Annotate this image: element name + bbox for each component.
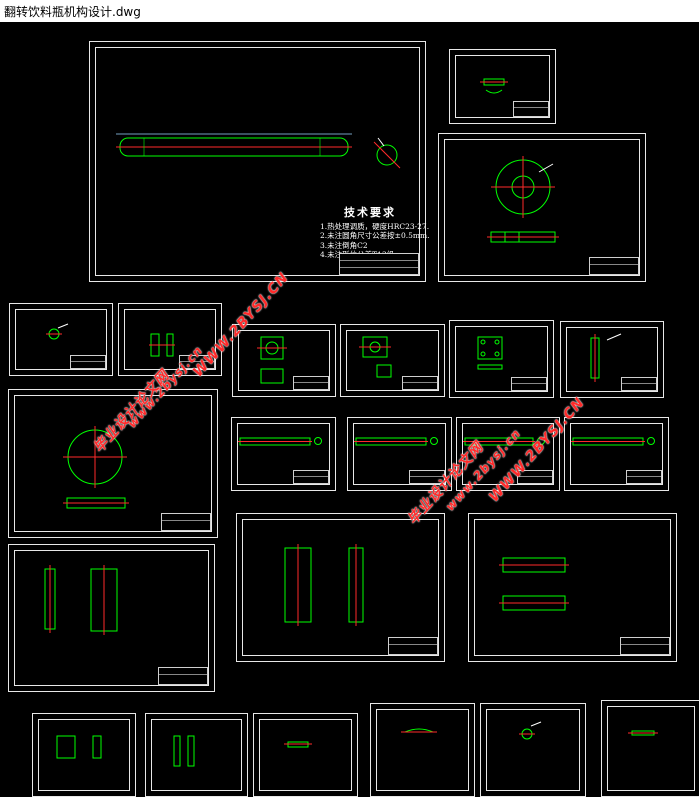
drawing-sheet-part-f[interactable] (449, 320, 554, 398)
bottom-3-drawing (284, 741, 312, 748)
sheet-inner-frame (124, 309, 216, 370)
title-block (293, 376, 329, 390)
bar-3-drawing (463, 437, 545, 446)
bottom-6-drawing (628, 730, 658, 736)
title-block (620, 637, 670, 655)
bar-2-drawing (354, 437, 438, 446)
drawing-sheet-plate-right[interactable] (468, 513, 677, 662)
sheet-inner-frame (474, 519, 671, 656)
drawing-sheet-bottom-2[interactable] (145, 713, 248, 797)
part-d-drawing (257, 336, 287, 384)
title-block (339, 253, 419, 275)
bottom-1-drawing (56, 735, 102, 759)
title-block (513, 101, 549, 117)
drawing-sheet-bar-4[interactable] (564, 417, 669, 491)
window-titlebar: 翻转饮料瓶机构设计.dwg (0, 0, 699, 23)
sheet-inner-frame (607, 706, 695, 791)
sheet-inner-frame (237, 423, 330, 485)
title-block (409, 470, 445, 484)
bottom-5-drawing (519, 721, 542, 740)
drawing-sheet-disc[interactable] (438, 133, 646, 282)
sheet-inner-frame (95, 47, 420, 276)
title-block (626, 470, 662, 484)
drawing-sheet-bottom-3[interactable] (253, 713, 358, 797)
title-block (70, 355, 106, 369)
drawing-sheet-bar-3[interactable] (456, 417, 560, 491)
part-a-drawing (480, 78, 508, 94)
title-block (161, 513, 211, 531)
sheet-inner-frame (455, 55, 550, 118)
sheet-inner-frame (14, 550, 209, 686)
sheet-inner-frame (346, 330, 439, 391)
bottom-4-drawing (401, 728, 437, 733)
sheet-inner-frame (14, 395, 212, 532)
bar-1-drawing (238, 437, 322, 446)
plate-center-drawing (284, 544, 364, 626)
drawing-sheet-bar-1[interactable] (231, 417, 336, 491)
drawing-canvas[interactable]: 技术要求 1.热处理调质，硬度HRC23-27. 2.未注圆角尺寸公差按±0.5… (0, 22, 699, 797)
part-f-drawing (477, 336, 503, 370)
drawing-sheet-bottom-6[interactable] (601, 700, 699, 797)
tech-requirements-block: 技术要求 1.热处理调质，硬度HRC23-27. 2.未注圆角尺寸公差按±0.5… (320, 204, 429, 260)
sheet-inner-frame (462, 423, 554, 485)
part-b-drawing (46, 323, 69, 340)
bar-4-drawing (571, 437, 655, 446)
title-block (388, 637, 438, 655)
title-block (589, 257, 639, 275)
part-e-drawing (359, 336, 392, 378)
drawing-sheet-part-c[interactable] (118, 303, 222, 376)
title-block (511, 377, 547, 391)
sheet-inner-frame (238, 330, 330, 391)
shaft-drawing (116, 133, 401, 169)
sheet-inner-frame (455, 326, 548, 392)
drawing-sheet-plate-left[interactable] (8, 544, 215, 692)
title-block (402, 376, 438, 390)
sheet-inner-frame (15, 309, 107, 370)
drawing-sheet-flange[interactable] (8, 389, 218, 538)
title-block (293, 470, 329, 484)
tech-requirement-line-3: 3.未注倒角C2 (320, 240, 368, 250)
drawing-sheet-part-g[interactable] (560, 321, 664, 398)
title-block (517, 470, 553, 484)
drawing-sheet-bottom-5[interactable] (480, 703, 586, 797)
bottom-2-drawing (173, 735, 195, 767)
sheet-inner-frame (353, 423, 446, 485)
sheet-inner-frame (570, 423, 663, 485)
window-title: 翻转饮料瓶机构设计.dwg (4, 5, 141, 19)
sheet-inner-frame (566, 327, 658, 392)
title-block (158, 667, 208, 685)
tech-requirements-heading: 技术要求 (344, 206, 396, 219)
drawing-sheet-plate-center[interactable] (236, 513, 445, 662)
tech-requirement-line-1: 1.热处理调质，硬度HRC23-27. (320, 222, 430, 231)
title-block (621, 377, 657, 391)
part-g-drawing (590, 333, 622, 382)
part-c-drawing (149, 333, 175, 357)
sheet-inner-frame (151, 719, 242, 791)
plate-left-drawing (44, 565, 118, 635)
drawing-sheet-part-b[interactable] (9, 303, 113, 376)
drawing-sheet-part-d[interactable] (232, 324, 336, 397)
drawing-sheet-long-shaft[interactable]: 技术要求 1.热处理调质，硬度HRC23-27. 2.未注圆角尺寸公差按±0.5… (89, 41, 429, 282)
sheet-inner-frame (38, 719, 130, 791)
tech-requirement-line-2: 2.未注圆角尺寸公差按±0.5mm. (320, 231, 430, 241)
drawing-sheet-bottom-1[interactable] (32, 713, 136, 797)
flange-drawing (63, 426, 129, 509)
plate-right-drawing (499, 557, 569, 611)
drawing-sheet-part-e[interactable] (340, 324, 445, 397)
sheet-inner-frame (242, 519, 439, 656)
disc-drawing (487, 156, 559, 243)
drawing-sheet-bar-2[interactable] (347, 417, 452, 491)
sheet-inner-frame (486, 709, 580, 791)
title-block (179, 355, 215, 369)
sheet-inner-frame (444, 139, 640, 276)
sheet-inner-frame (376, 709, 469, 791)
drawing-sheet-bottom-4[interactable] (370, 703, 475, 797)
drawing-sheet-part-a[interactable] (449, 49, 556, 124)
sheet-inner-frame (259, 719, 352, 791)
